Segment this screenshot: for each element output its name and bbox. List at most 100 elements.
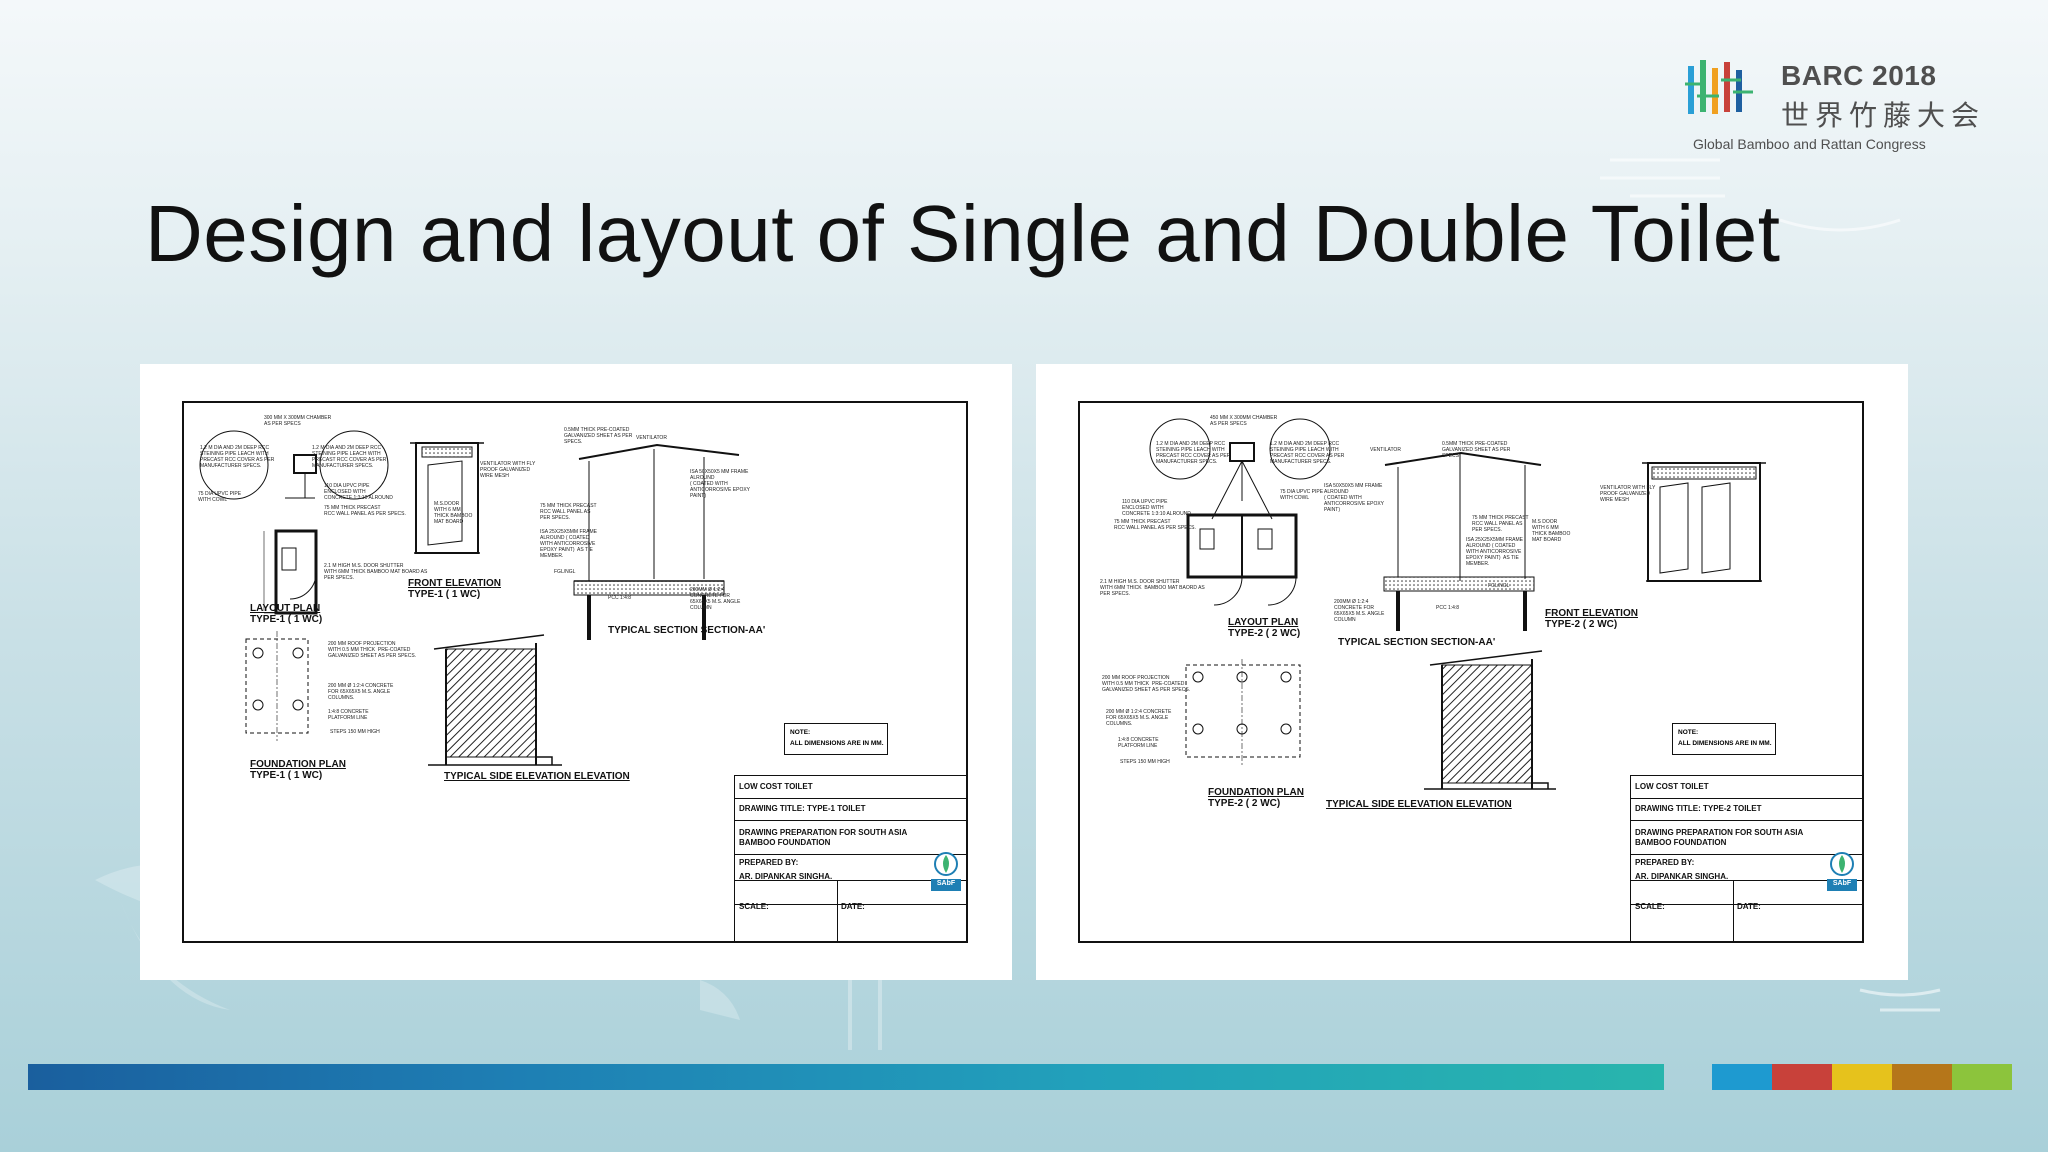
column-note: 200MM Ø 1:2:4 CONCRETE FOR 65X65X5 M.S. … — [690, 587, 741, 611]
door-note: 2.1 M HIGH M.S. DOOR SHUTTER WITH 6MM TH… — [324, 563, 428, 581]
door-note: 2.1 M HIGH M.S. DOOR SHUTTER WITH 6MM TH… — [1100, 579, 1205, 597]
ventilator-note: VENTILATOR WITH FLY PROOF GALVANIZED WIR… — [1600, 485, 1656, 503]
roof-projection-note: 200 MM ROOF PROJECTION WITH 0.5 MM THICK… — [1102, 675, 1191, 693]
roof-projection-note: 200 MM ROOF PROJECTION WITH 0.5 MM THICK… — [328, 641, 417, 659]
sabf-logo: SAbF — [1827, 851, 1857, 891]
chamber-note: 450 MM X 300MM CHAMBER AS PER SPECS — [1210, 415, 1278, 427]
layout-plan-label: LAYOUT PLAN — [250, 603, 321, 614]
logo-chinese-title: 世界竹藤大会 — [1781, 100, 1986, 131]
ms-door-note: M.S.DOOR WITH 6 MM THICK BAMBOO MAT BOAR… — [434, 501, 473, 525]
pcc-note: PCC 1:4:8 — [608, 595, 632, 601]
date-label: DATE: — [1737, 902, 1761, 911]
ms-door-note: M.S DOOR WITH 6 MM THICK BAMBOO MAT BOAR… — [1532, 519, 1571, 543]
foundation-plan-label: FOUNDATION PLAN — [250, 759, 346, 770]
footer-swatch — [1892, 1064, 1952, 1090]
footer-swatch — [1832, 1064, 1892, 1090]
sabf-logo: SAbF — [931, 851, 961, 891]
footer-swatch — [1712, 1064, 1772, 1090]
footer-swatch — [1772, 1064, 1832, 1090]
prep-line-2: BAMBOO FOUNDATION — [739, 838, 831, 847]
section-panel-note: 75 MM THICK PRECAST RCC WALL PANEL AS PE… — [540, 503, 597, 521]
logo-subtitle: Global Bamboo and Rattan Congress — [1693, 136, 1926, 152]
title-block-row — [1631, 798, 1863, 799]
frame-note: ISA 50X50X5 MM FRAME ALROUND ( COATED WI… — [1324, 483, 1385, 513]
tie-member-note: ISA 25X25X5MM FRAME ALROUND ( COATED WIT… — [1466, 537, 1523, 567]
foundation-plan-label: FOUNDATION PLAN — [1208, 787, 1304, 798]
section-panel-note: 75 MM THICK PRECAST RCC WALL PANEL AS PE… — [1472, 515, 1529, 533]
bamboo-logo-icon — [1685, 60, 1753, 114]
pit-right-note: 1.2 M DIA AND 2M DEEP RCC STEINING PIPE … — [312, 445, 387, 469]
prep-line-2: BAMBOO FOUNDATION — [1635, 838, 1727, 847]
author-name: AR. DIPANKAR SINGHA. — [739, 872, 833, 881]
project-name: LOW COST TOILET — [1635, 782, 1709, 791]
author-name: AR. DIPANKAR SINGHA. — [1635, 872, 1729, 881]
front-elevation-label: FRONT ELEVATION — [1545, 608, 1638, 619]
front-elevation-type: TYPE-2 ( 2 WC) — [1545, 619, 1618, 630]
title-block-row — [735, 880, 967, 881]
sabf-logo-icon — [1827, 852, 1857, 891]
slide-title: Design and layout of Single and Double T… — [145, 189, 1781, 278]
title-block-row — [1631, 904, 1863, 905]
title-block-divider — [1733, 880, 1734, 942]
layout-plan-type: TYPE-1 ( 1 WC) — [250, 614, 323, 625]
fgl-note: FGL/NGL — [1488, 583, 1510, 589]
note-text: ALL DIMENSIONS ARE IN MM. — [1678, 740, 1772, 747]
ventilator-label: VENTILATOR — [636, 435, 667, 441]
tie-member-note: ISA 25X25X5MM FRAME ALROUND ( COATED WIT… — [540, 529, 597, 559]
drawing-title: DRAWING TITLE: TYPE-1 TOILET — [739, 804, 866, 813]
pipe-note: 110 DIA UPVC PIPE ENCLOSED WITH CONCRETE… — [324, 483, 393, 501]
sabf-logo-text: SAbF — [936, 880, 956, 887]
roof-sheet-note: 0.5MM THICK PRE-COATED GALVANIZED SHEET … — [564, 427, 633, 445]
title-block-row — [735, 820, 967, 821]
title-block: LOW COST TOILET DRAWING TITLE: TYPE-2 TOI… — [1630, 775, 1863, 942]
side-elevation-label: TYPICAL SIDE ELEVATION ELEVATION — [444, 771, 630, 782]
prepared-by-label: PREPARED BY: — [1635, 858, 1695, 867]
pipe-left-note: 75 DIA UPVC PIPE WITH COWL — [198, 491, 242, 503]
foundation-plan-type: TYPE-1 ( 1 WC) — [250, 770, 323, 781]
frame-note: ISA 50X50X5 MM FRAME ALROUND ( COATED WI… — [690, 469, 751, 499]
note-text: ALL DIMENSIONS ARE IN MM. — [790, 740, 884, 747]
ventilator-label: VENTILATOR — [1370, 447, 1401, 453]
logo-title: BARC 2018 — [1781, 60, 1937, 91]
sabf-logo-icon — [931, 852, 961, 891]
footing-note: 200 MM Ø 1:2:4 CONCRETE FOR 65X65X5 M.S.… — [1106, 709, 1172, 727]
scale-label: SCALE: — [1635, 902, 1665, 911]
dimensions-note: NOTE: ALL DIMENSIONS ARE IN MM. — [1672, 723, 1776, 755]
wall-panel-note: 75 MM THICK PRECAST RCC WALL PANEL AS PE… — [324, 505, 406, 517]
prep-line-1: DRAWING PREPARATION FOR SOUTH ASIA — [1635, 828, 1804, 837]
prep-line-1: DRAWING PREPARATION FOR SOUTH ASIA — [739, 828, 908, 837]
chamber-note: 300 MM X 300MM CHAMBER AS PER SPECS — [264, 415, 332, 427]
steps-note: STEPS 150 MM HIGH — [1120, 759, 1170, 765]
ventilator-note: VENTILATOR WITH FLY PROOF GALVANIZED WIR… — [480, 461, 536, 479]
drawing-title: DRAWING TITLE: TYPE-2 TOILET — [1635, 804, 1762, 813]
title-block-divider — [837, 880, 838, 942]
side-elevation-label: TYPICAL SIDE ELEVATION ELEVATION — [1326, 799, 1512, 810]
platform-note: 1:4:8 CONCRETE PLATFORM LINE — [1118, 737, 1159, 749]
title-block-row — [1631, 820, 1863, 821]
footer-swatch — [1952, 1064, 2012, 1090]
note-title: NOTE: — [1678, 729, 1699, 736]
roof-sheet-note: 0.5MM THICK PRE-COATED GALVANIZED SHEET … — [1442, 441, 1511, 459]
title-block-row — [735, 798, 967, 799]
section-label: TYPICAL SECTION SECTION-AA' — [608, 625, 766, 636]
title-block-row — [1631, 880, 1863, 881]
front-elevation-type: TYPE-1 ( 1 WC) — [408, 589, 481, 600]
title-block-row — [735, 904, 967, 905]
foundation-plan-type: TYPE-2 ( 2 WC) — [1208, 798, 1281, 809]
layout-plan-label: LAYOUT PLAN — [1228, 617, 1299, 628]
wall-panel-note: 75 MM THICK PRECAST RCC WALL PANEL AS PE… — [1114, 519, 1196, 531]
sabf-logo-text: SAbF — [1832, 880, 1852, 887]
scale-label: SCALE: — [739, 902, 769, 911]
cad-linework — [199, 430, 740, 766]
section-label: TYPICAL SECTION SECTION-AA' — [1338, 637, 1496, 648]
date-label: DATE: — [841, 902, 865, 911]
steps-note: STEPS 150 MM HIGH — [330, 729, 380, 735]
title-block-row — [735, 854, 967, 855]
fgl-note: FGL/NGL — [554, 569, 576, 575]
cad-linework — [1149, 418, 1766, 790]
pit-left-note: 1.2 M DIA AND 2M DEEP RCC STEINING PIPE … — [1156, 441, 1231, 465]
prepared-by-label: PREPARED BY: — [739, 858, 799, 867]
barc-logo: BARC 2018 世界竹藤大会 Global Bamboo and Ratta… — [1685, 58, 1979, 158]
platform-note: 1:4:8 CONCRETE PLATFORM LINE — [328, 709, 369, 721]
